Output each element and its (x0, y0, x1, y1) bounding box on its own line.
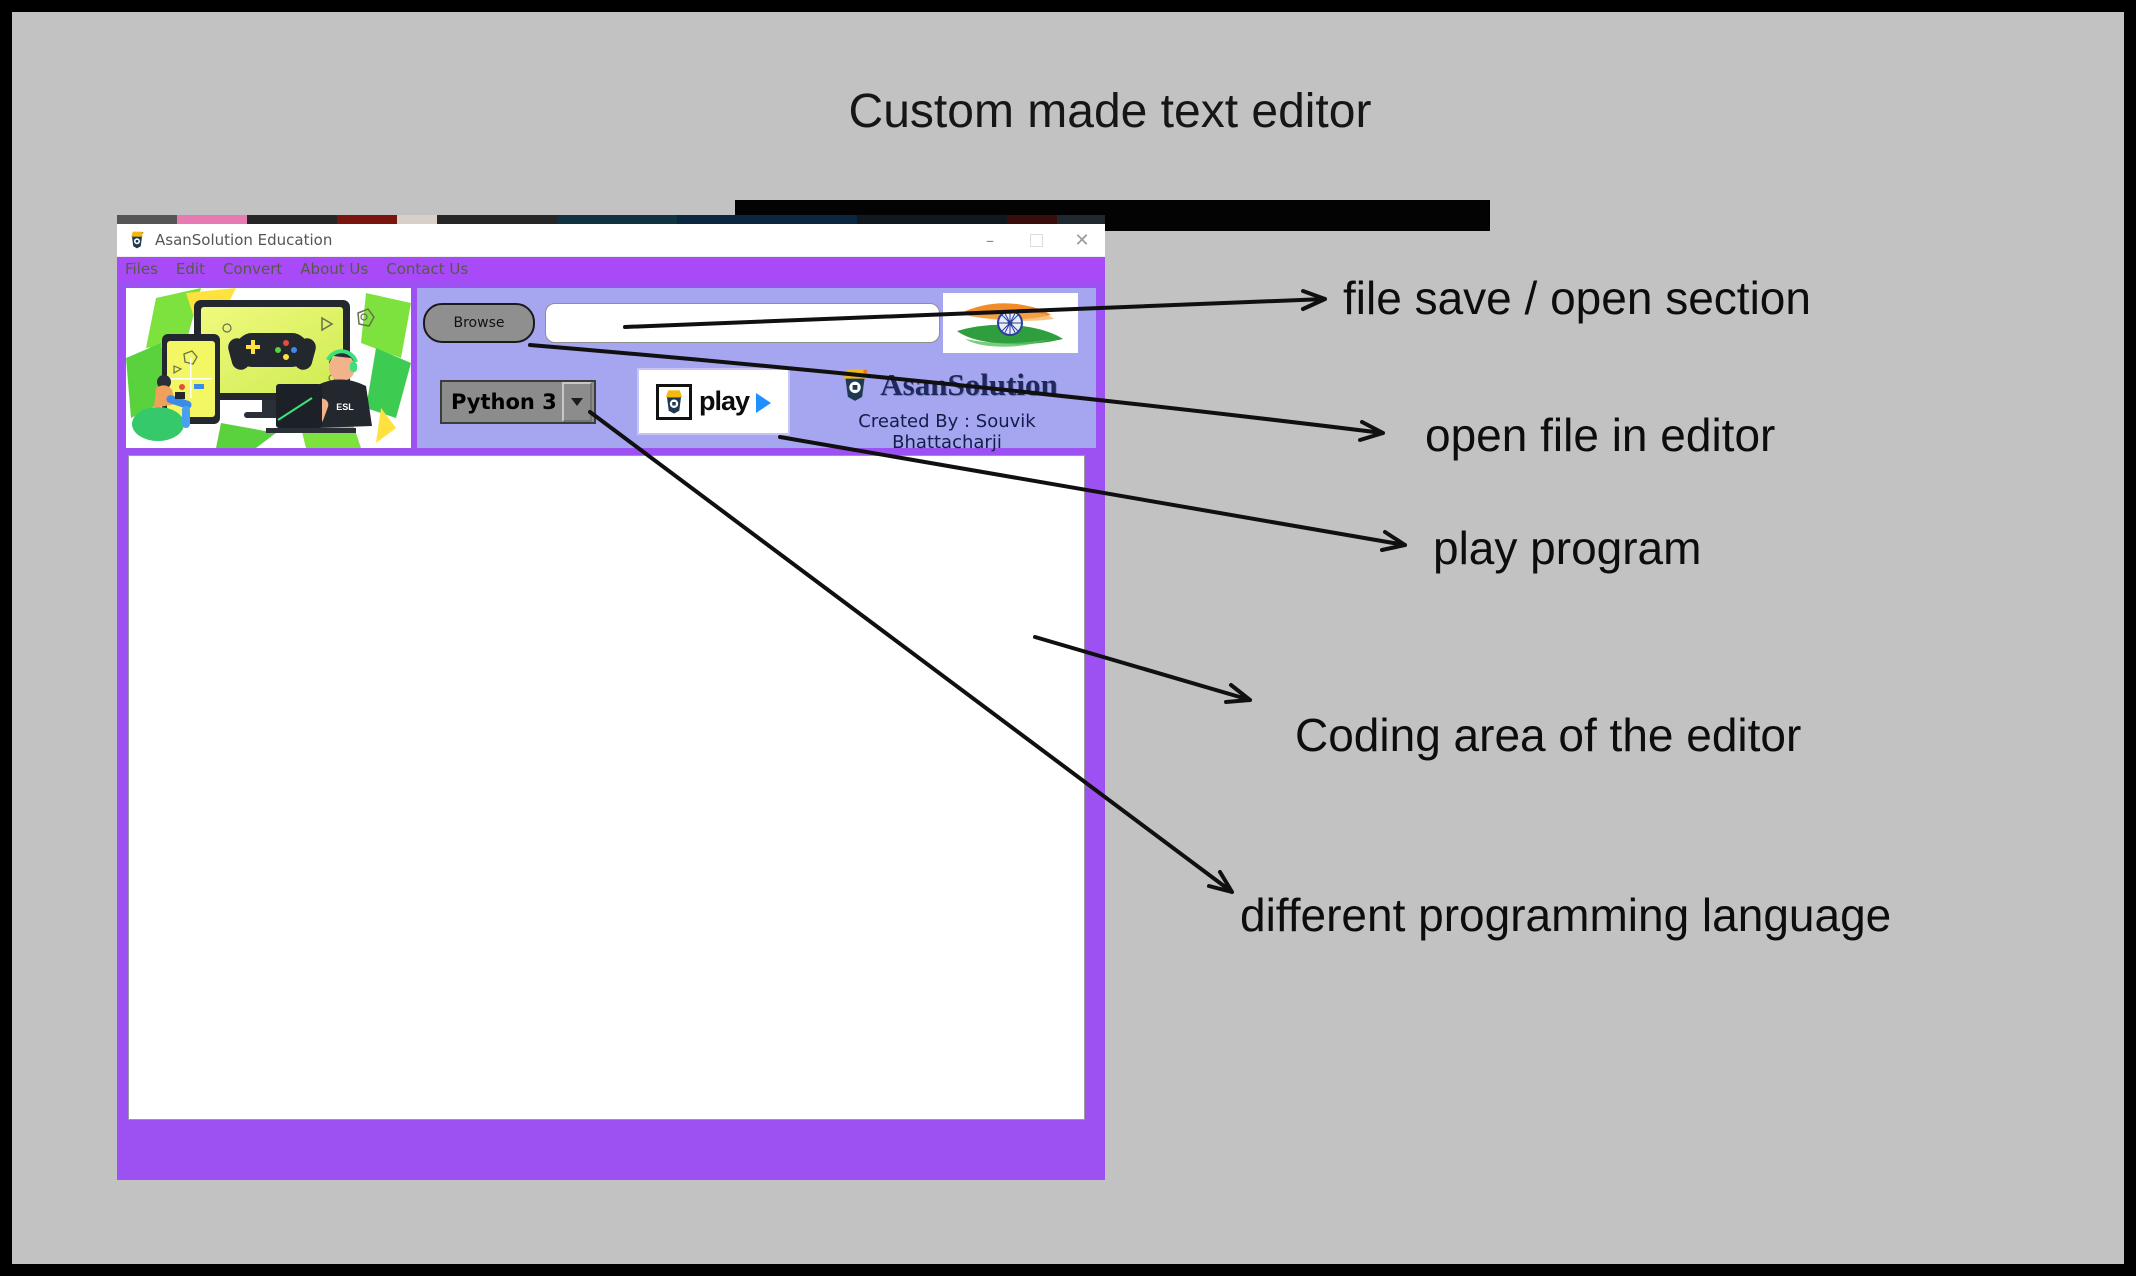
window-titlebar: AsanSolution Education – ✕ (117, 224, 1105, 257)
annotation-coding-area: Coding area of the editor (1295, 709, 1802, 761)
play-button[interactable]: play (637, 368, 790, 435)
language-dropdown[interactable]: Python 3 (440, 380, 596, 424)
india-flag-image (943, 293, 1078, 353)
browse-button[interactable]: Browse (423, 303, 535, 343)
menu-bar: Files Edit Convert About Us Contact Us (117, 257, 1105, 281)
dropdown-arrow-box[interactable] (562, 382, 592, 422)
annotation-file-save: file save / open section (1343, 272, 1811, 324)
toolbar-panel: Browse (417, 288, 1096, 453)
menu-item-contact-us[interactable]: Contact Us (386, 260, 469, 278)
illustration-shirt-text: ESL (336, 402, 354, 412)
brand-name: AsanSolution (880, 367, 1058, 402)
app-logo-icon (127, 230, 147, 250)
created-by-text: Created By : Souvik Bhattacharji (858, 411, 1036, 453)
branding-block: AsanSolution Created By : Souvik Bhattac… (807, 366, 1087, 453)
chevron-down-icon (571, 398, 583, 406)
menu-item-edit[interactable]: Edit (175, 260, 205, 278)
window-top-strip (117, 215, 1105, 224)
code-editor[interactable] (128, 455, 1085, 1120)
language-dropdown-value: Python 3 (451, 390, 557, 414)
app-window: AsanSolution Education – ✕ Files Edit Co… (117, 215, 1105, 1180)
menu-item-convert[interactable]: Convert (222, 260, 283, 278)
play-button-label: play (698, 386, 750, 416)
play-button-logo-icon (655, 383, 692, 420)
annotation-open-file: open file in editor (1425, 409, 1776, 461)
play-triangle-icon (756, 393, 772, 413)
menu-item-about-us[interactable]: About Us (300, 260, 369, 278)
maximize-icon (1029, 233, 1043, 247)
file-path-input[interactable] (545, 303, 940, 343)
browse-button-label: Browse (453, 315, 505, 331)
annotation-play-program: play program (1433, 522, 1702, 574)
window-title: AsanSolution Education (155, 231, 333, 249)
brand-logo-icon (844, 369, 868, 401)
menu-item-files[interactable]: Files (125, 260, 158, 278)
minimize-button[interactable]: – (986, 230, 994, 250)
close-button[interactable]: ✕ (1074, 229, 1090, 251)
maximize-button[interactable] (1013, 224, 1059, 256)
window-body: ESL Browse (117, 281, 1105, 1180)
annotation-different-language: different programming language (1240, 889, 1892, 941)
gaming-illustration-image: ESL (126, 288, 411, 448)
page-title: Custom made text editor (848, 85, 1372, 138)
